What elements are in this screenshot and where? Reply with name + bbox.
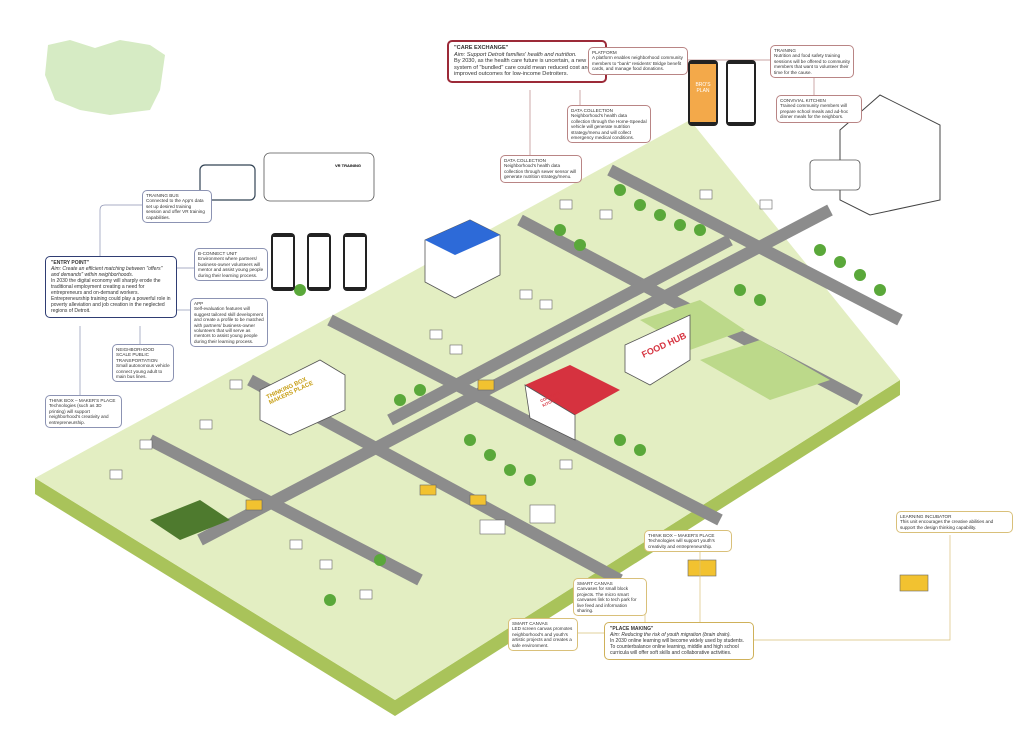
- buildings: [199, 94, 941, 441]
- callout-transportation: NEIGHBORHOOD SCALE PUBLIC TRANSPORTATION…: [112, 344, 174, 383]
- house-cutaway: [839, 94, 941, 216]
- callout-entry-point: "ENTRY POINT"Aim: Create an efficient ma…: [45, 256, 177, 318]
- callout-place-making: "PLACE MAKING"Aim: Reducing the risk of …: [604, 622, 754, 660]
- app-phone: [271, 233, 295, 291]
- roads: [147, 164, 903, 586]
- yellow-roof-units: [245, 379, 929, 592]
- vr-training-pod: [263, 152, 375, 202]
- platform-phone: [726, 60, 756, 126]
- houses: [109, 189, 773, 600]
- convivial-kitchen-building: [525, 365, 620, 415]
- vr-training-label: VR TRAINING: [335, 163, 361, 168]
- trees: [294, 184, 886, 606]
- detroit-map-shape: [45, 40, 165, 115]
- callout-care-exchange: "CARE EXCHANGE"Aim: Support Detroit fami…: [447, 40, 607, 83]
- food-hub-building: [624, 314, 691, 386]
- app-phone: [343, 233, 367, 291]
- green-parks: [150, 300, 830, 540]
- thinking-box-building: [259, 359, 346, 436]
- training-bus: [199, 164, 256, 201]
- app-phone: [307, 233, 331, 291]
- platform-phone: BRO'S PLAN: [688, 60, 718, 126]
